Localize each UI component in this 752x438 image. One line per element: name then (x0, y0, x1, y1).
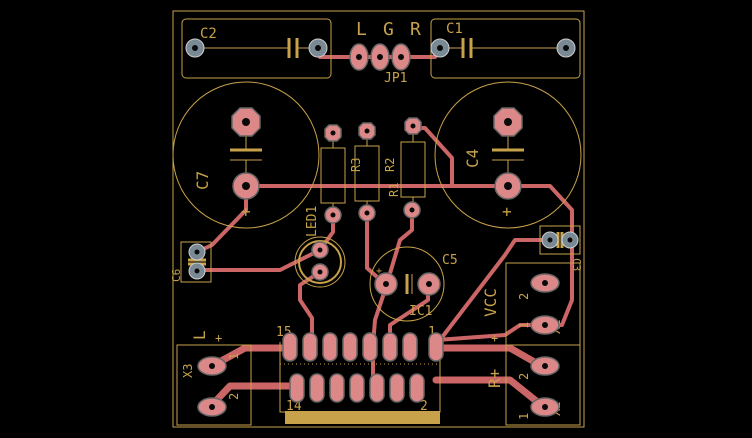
ic1-top-pins (282, 332, 444, 362)
c7-outline (172, 81, 320, 229)
c3-outline (539, 225, 581, 255)
l-label: L (190, 330, 209, 340)
c6-label: C6 (170, 269, 183, 282)
c6-outline (180, 241, 212, 283)
led1-resistor-outline (320, 147, 346, 204)
vcc-label: VCC (481, 288, 500, 317)
x1-pin1-label: 1 (517, 322, 531, 329)
x3-pin2-label: 2 (227, 393, 241, 400)
led1-label: LED1 (305, 206, 320, 237)
x1-pin2-label: 2 (517, 293, 531, 300)
c7-plus: + (241, 202, 251, 221)
r1-label: R1 (387, 183, 401, 197)
x3-label: X3 (181, 364, 195, 378)
c5-outline (369, 246, 445, 322)
ic1-pin2-label: 2 (420, 399, 428, 414)
ic1-body-strip (285, 411, 440, 424)
r1-outline (400, 141, 426, 198)
x3-outline (176, 344, 252, 426)
jp1-r-label: R (410, 19, 421, 40)
c4-outline (434, 81, 582, 229)
c4-label: C4 (463, 149, 482, 168)
ic1-pin1-label: 1 (428, 325, 436, 340)
c5-label: C5 (442, 253, 458, 268)
jp1-g-label: G (383, 19, 394, 40)
ic1-pin14-label: 14 (286, 399, 302, 414)
c2-outline (181, 18, 332, 79)
jp1-label: JP1 (384, 71, 407, 86)
c5-plus: + (376, 266, 382, 277)
r2-label: R2 (383, 158, 397, 172)
c7-label: C7 (193, 171, 212, 190)
pads (185, 38, 579, 417)
x3-pin1-label: 1 (227, 353, 241, 360)
c1-label: C1 (446, 21, 463, 37)
c3-label: C3 (570, 258, 583, 271)
r-plus-label: R+ (485, 369, 504, 388)
r3-outline (354, 145, 380, 202)
c4-plus: + (502, 202, 512, 221)
led1-outline (294, 236, 346, 288)
jp1-l-label: L (356, 19, 367, 40)
board-outline (172, 10, 585, 428)
x2-plus: + (491, 331, 498, 345)
x2-pin1-label: 1 (517, 413, 531, 420)
x2-outline (505, 344, 581, 426)
ic1-bottom-pins (289, 373, 425, 403)
r3-label: R3 (349, 158, 363, 172)
x3-plus: + (215, 331, 222, 345)
c2-label: C2 (200, 26, 217, 42)
ic1-label: IC1 (409, 304, 432, 319)
x2-pin2-label: 2 (517, 373, 531, 380)
